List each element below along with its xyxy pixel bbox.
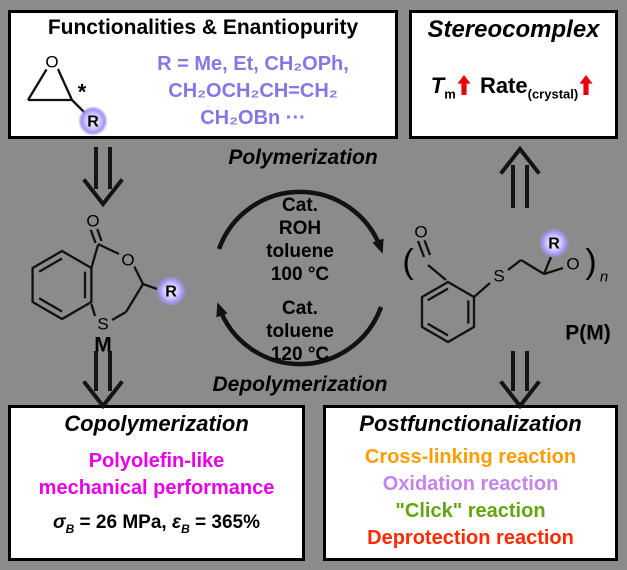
polymer-oxygen-label: O bbox=[566, 255, 579, 274]
arrow-polymer-to-postfunctionalization-icon bbox=[499, 351, 541, 410]
polyolefin-line-2: mechanical performance bbox=[38, 477, 275, 499]
depolymerization-label: Depolymerization bbox=[212, 373, 388, 396]
arrow-functionalities-to-monomer-icon bbox=[82, 147, 124, 208]
r-group-list: R = Me, Et, CH₂OPh, CH₂OCH₂CH=CH₂ CH₂OBn… bbox=[107, 51, 399, 132]
stereocomplex-box: Stereocomplex Tm Rate(crystal) bbox=[409, 10, 618, 139]
stereocomplex-title: Stereocomplex bbox=[427, 16, 600, 43]
polymer-label: P(M) bbox=[565, 322, 611, 345]
arrow-monomer-to-copolymerization-icon bbox=[82, 351, 124, 410]
monomer-structure: O O S R M bbox=[31, 208, 186, 357]
postfunctionalization-title: Postfunctionalization bbox=[359, 411, 582, 436]
polymer-structure: ( O S O R ) n P(M) bbox=[402, 219, 611, 345]
r-glow-highlight bbox=[156, 276, 186, 306]
postfunctionalization-box: Postfunctionalization Cross-linking reac… bbox=[323, 405, 618, 561]
functionalities-title: Functionalities & Enantiopurity bbox=[47, 16, 359, 39]
polymer-repeat-subscript: n bbox=[600, 269, 608, 286]
polymer-open-paren: ( bbox=[402, 243, 414, 281]
polyolefin-claim: Polyolefin-like mechanical performance bbox=[11, 448, 302, 502]
polymer-carbonyl-oxygen-label: O bbox=[414, 223, 427, 242]
polyolefin-line-1: Polyolefin-like bbox=[88, 450, 225, 472]
reaction-crosslinking: Cross-linking reaction bbox=[364, 446, 577, 468]
forward-condition-catalyst: Cat. bbox=[282, 195, 318, 216]
monomer-sulfur-label: S bbox=[97, 315, 108, 334]
copolymerization-box: Copolymerization Polyolefin-like mechani… bbox=[8, 405, 305, 561]
polymer-sulfur-label: S bbox=[493, 267, 504, 286]
reaction-list: Cross-linking reaction Oxidation reactio… bbox=[326, 444, 615, 552]
reaction-deprotection: Deprotection reaction bbox=[367, 527, 574, 549]
reaction-click: "Click" reaction bbox=[395, 500, 546, 522]
rate-metric: Rate(crystal) bbox=[479, 73, 579, 102]
monomer-ester-oxygen-label: O bbox=[121, 251, 134, 270]
tm-increase-arrow-icon bbox=[457, 75, 471, 95]
monomer-carbonyl-oxygen-label: O bbox=[86, 212, 99, 231]
reaction-oxidation: Oxidation reaction bbox=[382, 473, 559, 495]
arrow-polymer-to-stereocomplex-icon bbox=[499, 145, 541, 208]
copolymerization-title: Copolymerization bbox=[64, 411, 249, 436]
tm-metric: Tm bbox=[430, 73, 456, 102]
r-glow-highlight bbox=[539, 228, 569, 258]
r-group-line-2: CH₂OCH₂CH=CH₂ bbox=[168, 80, 338, 102]
functionalities-box: Functionalities & Enantiopurity R = Me, … bbox=[8, 10, 398, 139]
polymer-r-group-label: R bbox=[548, 236, 560, 253]
forward-condition-solvent: toluene bbox=[266, 241, 334, 262]
reverse-condition-catalyst: Cat. bbox=[282, 298, 318, 319]
forward-condition-roh: ROH bbox=[278, 218, 322, 239]
r-group-line-3: CH₂OBn ··· bbox=[200, 107, 306, 129]
polymerization-label: Polymerization bbox=[228, 146, 378, 169]
reverse-condition-temperature: 120 °C bbox=[270, 344, 330, 365]
forward-condition-temperature: 100 °C bbox=[270, 264, 330, 285]
stereocomplex-metrics: Tm Rate(crystal) bbox=[412, 73, 615, 101]
mechanical-stats: σB = 26 MPa, εB = 365% bbox=[53, 512, 260, 536]
rate-increase-arrow-icon bbox=[579, 75, 593, 95]
r-group-line-1: R = Me, Et, CH₂OPh, bbox=[157, 53, 349, 75]
polymer-close-paren: ) bbox=[585, 243, 596, 281]
monomer-r-group-label: R bbox=[165, 284, 177, 301]
monomer-label: M bbox=[94, 334, 112, 357]
reverse-condition-solvent: toluene bbox=[266, 321, 334, 342]
